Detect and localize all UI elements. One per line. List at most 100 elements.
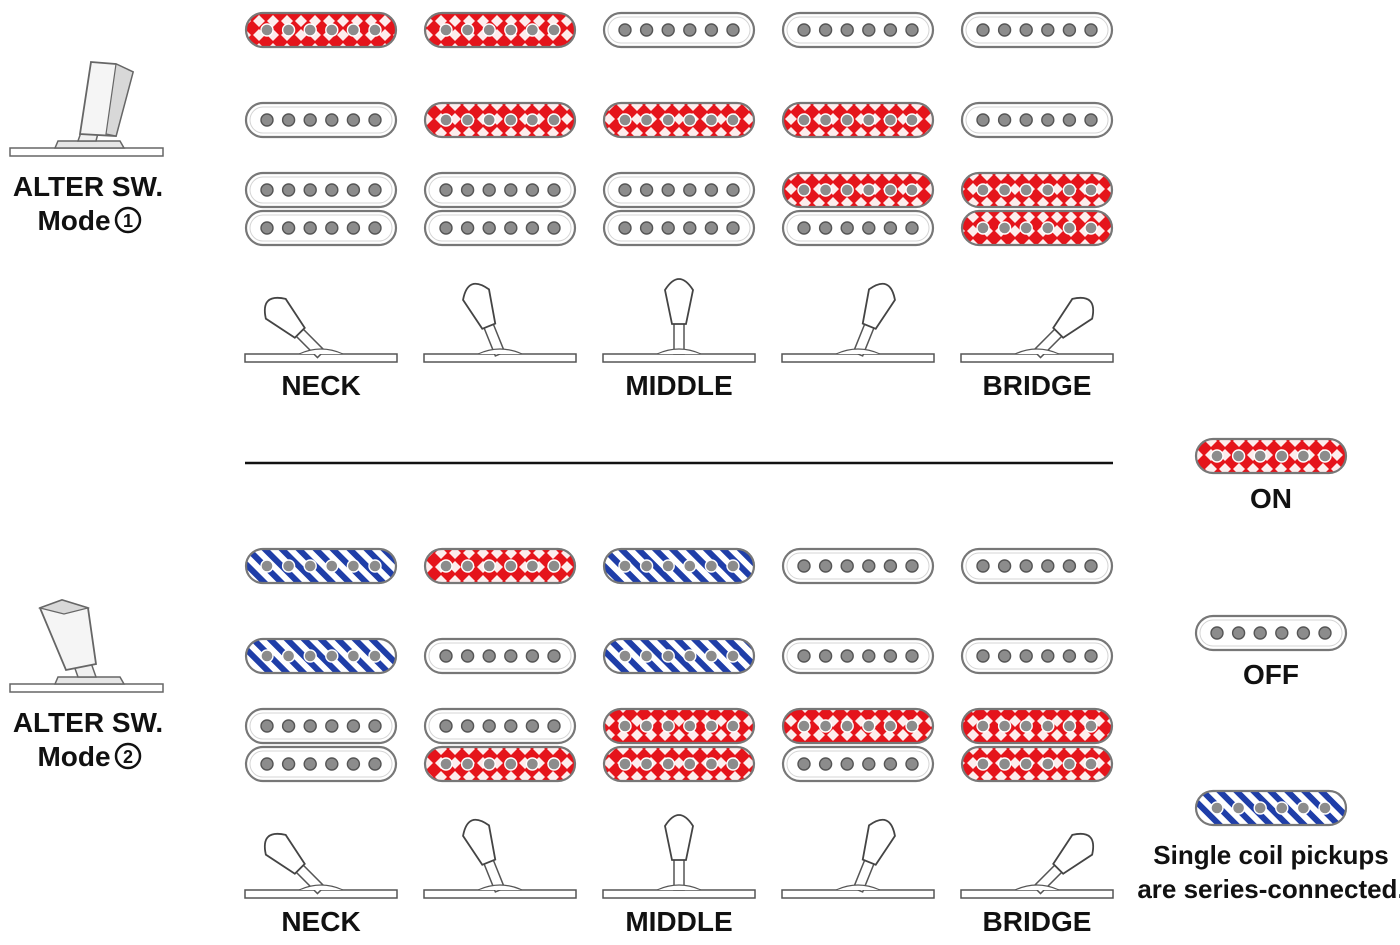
pole-piece xyxy=(346,559,361,573)
pole-piece xyxy=(346,719,361,733)
mode-1-pos-4-bridge-humbucker-coil-a xyxy=(781,171,935,209)
legend-swatches xyxy=(1194,437,1348,827)
pole-piece xyxy=(1019,719,1033,733)
pole-piece xyxy=(618,183,632,197)
pole-piece xyxy=(303,719,317,733)
pole-piece xyxy=(840,757,854,771)
mode-2-pos-2-bridge-humbucker-coil-b xyxy=(423,745,577,783)
pole-piece xyxy=(1019,559,1033,573)
pole-piece xyxy=(260,113,274,127)
pole-piece xyxy=(661,719,675,733)
mode-1-pos-3-neck-pickup xyxy=(602,11,756,49)
pole-piece xyxy=(683,757,697,771)
pole-piece xyxy=(840,719,854,733)
mode-2-pickup-grid xyxy=(244,547,1114,783)
pole-piece xyxy=(976,757,990,771)
pole-piece xyxy=(346,23,361,37)
pole-piece xyxy=(818,23,833,37)
pole-piece xyxy=(260,183,274,197)
pole-piece xyxy=(1275,449,1289,463)
pole-piece xyxy=(639,559,654,573)
pole-piece xyxy=(1041,113,1055,127)
legend-series-label-line1: Single coil pickups xyxy=(1153,840,1389,870)
pole-piece xyxy=(818,559,833,573)
pole-piece xyxy=(1084,113,1098,127)
mode-2-pos-4-bridge-humbucker-coil-b xyxy=(781,745,935,783)
pole-piece xyxy=(639,183,654,197)
pole-piece xyxy=(1318,449,1332,463)
pole-piece xyxy=(1041,719,1055,733)
pole-piece xyxy=(618,221,632,235)
pole-piece xyxy=(661,559,675,573)
pole-piece xyxy=(883,649,898,663)
mode-1-pos-2-bridge-humbucker-coil-a xyxy=(423,171,577,209)
pole-piece xyxy=(905,221,919,235)
pole-piece xyxy=(260,559,274,573)
pole-piece xyxy=(1062,113,1077,127)
legend-on-swatch xyxy=(1194,437,1348,475)
pole-piece xyxy=(1062,649,1077,663)
pole-piece xyxy=(726,649,740,663)
mode-1-number: 1 xyxy=(123,211,133,231)
pole-piece xyxy=(704,719,719,733)
pole-piece xyxy=(260,221,274,235)
pole-piece xyxy=(683,719,697,733)
mode-2-pos-2-bridge-humbucker-coil-a xyxy=(423,707,577,745)
pole-piece xyxy=(818,649,833,663)
pole-piece xyxy=(1231,626,1246,640)
pole-piece xyxy=(818,719,833,733)
pole-piece xyxy=(439,757,453,771)
mode-2-position-label-1: NECK xyxy=(281,906,360,937)
pole-piece xyxy=(325,221,339,235)
mode-2-selector-switch-4 xyxy=(781,818,935,899)
pole-piece xyxy=(439,559,453,573)
pole-piece xyxy=(504,23,518,37)
pole-piece xyxy=(883,113,898,127)
pole-piece xyxy=(260,23,274,37)
mode-2-pos-1-bridge-humbucker-coil-b xyxy=(244,745,398,783)
legend: ON OFF Single coil pickups are series-co… xyxy=(1137,437,1400,904)
pole-piece xyxy=(997,113,1012,127)
pole-piece xyxy=(618,23,632,37)
mode-2-number: 2 xyxy=(123,747,133,767)
pole-piece xyxy=(504,757,518,771)
pole-piece xyxy=(618,719,632,733)
mode-2-pos-3-middle-pickup xyxy=(602,637,756,675)
mode-2-pos-5-bridge-humbucker-coil-a xyxy=(960,707,1114,745)
pole-piece xyxy=(1062,559,1077,573)
pole-piece xyxy=(1041,757,1055,771)
mode-2-pos-4-neck-pickup xyxy=(781,547,935,585)
pole-piece xyxy=(1062,757,1077,771)
pole-piece xyxy=(1318,801,1332,815)
mode-1-label-line2: Mode xyxy=(37,205,110,236)
pole-piece xyxy=(726,23,740,37)
pole-piece xyxy=(525,23,540,37)
pole-piece xyxy=(683,23,697,37)
pole-piece xyxy=(1210,626,1224,640)
mode-1-label-line1: ALTER SW. xyxy=(13,171,163,202)
mode-2-selector-switch-3 xyxy=(602,814,756,899)
pole-piece xyxy=(618,559,632,573)
pole-piece xyxy=(439,221,453,235)
pole-piece xyxy=(997,23,1012,37)
pole-piece xyxy=(1084,559,1098,573)
mode-1-pos-3-bridge-humbucker-coil-b xyxy=(602,209,756,247)
mode-1-position-label-3: MIDDLE xyxy=(625,370,732,401)
pole-piece xyxy=(797,183,811,197)
pole-piece xyxy=(460,757,475,771)
pole-piece xyxy=(618,649,632,663)
pole-piece xyxy=(303,221,317,235)
mode-2-position-label-5: BRIDGE xyxy=(983,906,1092,937)
pole-piece xyxy=(883,23,898,37)
mode-1-position-labels: NECK MIDDLE BRIDGE xyxy=(281,370,1091,401)
pole-piece xyxy=(368,221,382,235)
pole-piece xyxy=(905,719,919,733)
pole-piece xyxy=(840,559,854,573)
pole-piece xyxy=(797,719,811,733)
mode-2-pos-1-bridge-humbucker-coil-a xyxy=(244,707,398,745)
pole-piece xyxy=(883,757,898,771)
pole-piece xyxy=(303,23,317,37)
mode-1-pos-5-bridge-humbucker-coil-a xyxy=(960,171,1114,209)
pole-piece xyxy=(460,719,475,733)
pole-piece xyxy=(704,221,719,235)
